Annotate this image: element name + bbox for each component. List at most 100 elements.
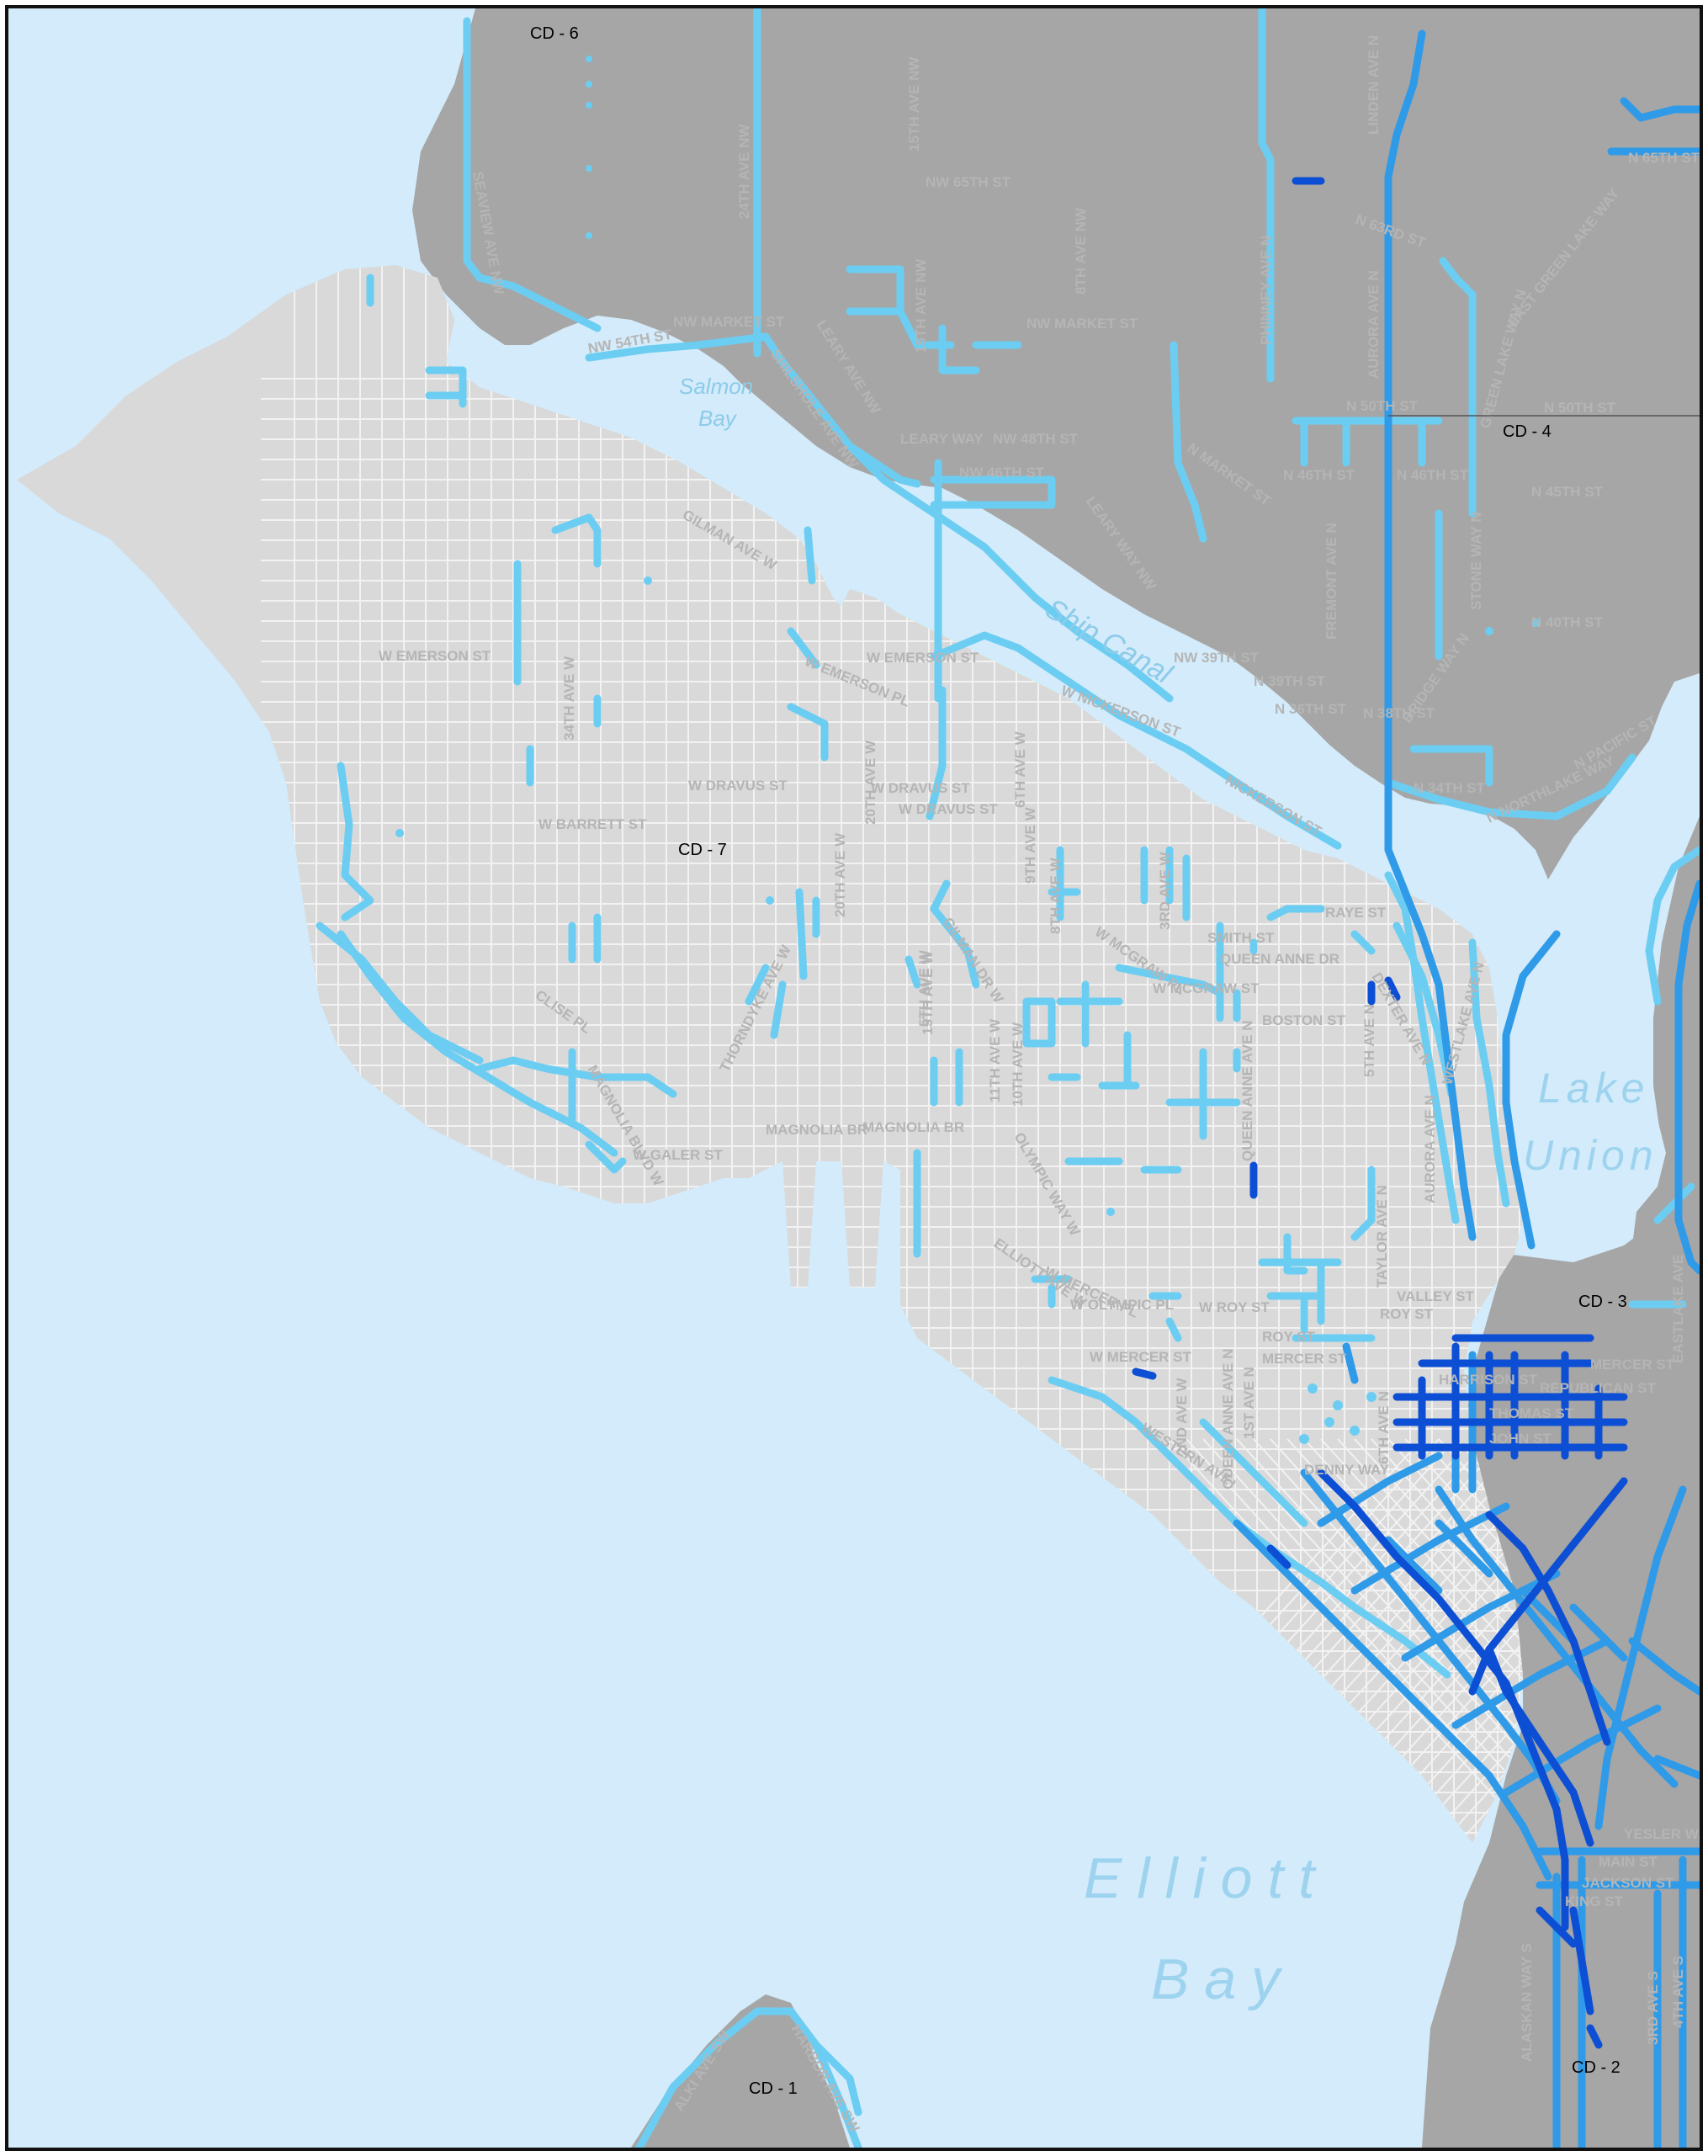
street-label: QUEEN ANNE DR [1220,951,1339,967]
route-qa-ave [1216,921,1241,1022]
street-label: N 39TH ST [1254,673,1326,689]
street-label: MAIN ST [1599,1854,1658,1870]
street-label: W GALER ST [633,1147,723,1163]
street-label: W MCGRAW ST [1153,980,1260,996]
route-slu-grid-h1 [1392,1334,1628,1452]
street-label: N 38TH ST [1363,705,1435,721]
route-denny-w [1266,1292,1325,1334]
street-label: KING ST [1565,1893,1624,1909]
route-dot [1106,1208,1115,1216]
street-line [1371,1438,1523,1843]
route-downtown-1st [1233,1519,1552,1881]
route-dot [1308,1383,1318,1394]
street-label: RAYE ST [1325,905,1387,921]
street-line [1404,1438,1523,1843]
route-dot [1366,1392,1376,1402]
street-label: QUEEN ANNE AVE N [1220,1348,1236,1490]
route-boston [1048,1031,1140,1090]
street-label: 9TH AVE W [1022,806,1038,884]
route-jackson-dark [1536,1906,1603,2049]
street-label: 34TH AVE W [561,656,577,741]
route-dot [1350,1426,1360,1436]
street-label: LEARY WAY [900,431,984,447]
street-label: 1ST AVE N [1241,1367,1257,1439]
route-queen-anne-dr [1266,905,1376,955]
street-label: N 34TH ST [1414,780,1486,796]
route-dot [1299,1434,1309,1444]
street-label: N 40TH ST [1531,614,1604,630]
street-label: W DRAVUS ST [871,780,970,796]
route-33rd [337,762,374,921]
route-magnolia-south [585,1140,627,1174]
street-label: 8TH AVE W [1048,857,1064,934]
street-label: VALLEY ST [1397,1288,1475,1304]
street-label: 10TH AVE W [1010,1022,1026,1107]
street-label: MERCER ST [1262,1351,1347,1367]
street-label: NW MARKET ST [1026,316,1138,332]
route-gilman [551,513,602,568]
street-label: STONE WAY N [1468,512,1484,610]
water-label-salmon-bay: Bay [698,406,738,431]
route-3rd-ave-w [1233,938,1258,1073]
route-market [930,475,1056,509]
route-western-dark [1266,1544,1292,1569]
route-sodo-2 [1653,1856,1687,2148]
street-label: NW 48TH ST [993,431,1079,447]
water-label-elliott: Elliott [1084,1846,1329,1910]
route-westlake [1384,871,1460,1224]
street-label: W EMERSON ST [867,650,979,666]
street-label: TAYLOR AVE N [1374,1185,1390,1288]
route-14th-w [904,955,921,989]
route-emerson [787,526,829,762]
route-eastlake-1 [1674,879,1700,1275]
district-label-cd4: CD - 4 [1503,422,1552,441]
land-north [412,8,1700,879]
street-label: 2ND AVE W [1174,1377,1190,1456]
lake-union-water [1493,749,1700,1262]
street-label: THOMAS ST [1489,1405,1574,1421]
street-label: 20TH AVE W [832,832,848,917]
route-leary-way [846,442,1174,703]
salmon-bay-water [597,345,724,412]
street-label: 11TH AVE W [987,1018,1003,1102]
route-seaview-ave [463,17,602,332]
route-34th-w [513,560,534,787]
street-line [1337,1438,1523,1843]
route-i5 [1594,1485,1687,1830]
route-46th [1300,417,1426,467]
route-dot [586,232,592,239]
route-east-lake [1628,1182,1695,1309]
route-green-lake [1439,257,1477,518]
route-dot [1324,1417,1334,1427]
street-label: QUEEN ANNE AVE N [1239,1020,1255,1161]
street-line [1320,1438,1523,1843]
map-canvas[interactable]: Salmon Bay Ship Canal Lake Union Elliott… [8,8,1700,2148]
street-label: ALASKAN WAY S [1519,1943,1535,2062]
land-harbor-island [1439,1910,1557,2148]
route-n-phinney [1258,8,1275,383]
water-label-lake: Lake [1538,1065,1649,1112]
street-label: SMITH ST [1207,930,1275,946]
route-dot [395,829,404,837]
route-western [1199,1418,1308,1527]
route-northlake [1384,753,1636,820]
route-dot [586,56,592,62]
route-3rd-w [1140,846,1191,921]
street-line [1354,1438,1523,1843]
street-label: 24TH AVE NW [736,124,752,219]
street-label: FREMONT AVE N [1323,523,1339,640]
route-westlake-n [1468,938,1510,1208]
route-21st [795,888,820,980]
route-aurora-ave [1384,29,1477,1241]
street-label: W EMERSON ST [379,648,491,664]
route-nickerson [930,631,1342,850]
street-label: W BARRETT ST [538,816,647,832]
street-label: NW MARKET ST [673,314,785,330]
street-label: MERCER ST [1590,1357,1675,1373]
route-nw-54th [585,332,921,488]
route-w-mcgraw [1022,980,1123,1048]
route-nw-market-east [1620,97,1700,122]
route-salmon-bay-s [425,366,467,408]
route-magnolia-blvd [337,930,618,1157]
street-label: 3RD AVE S [1645,1971,1661,2045]
